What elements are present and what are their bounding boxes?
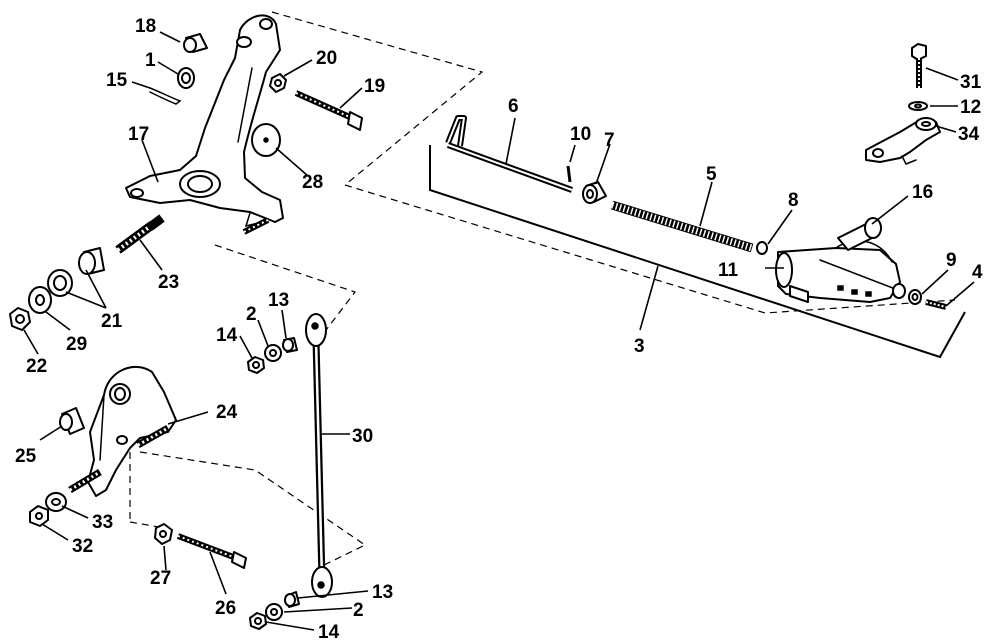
lower-bracket bbox=[87, 366, 177, 497]
stud-23 bbox=[115, 214, 165, 254]
spring-5 bbox=[610, 200, 754, 253]
callout-15: 15 bbox=[106, 70, 128, 91]
bushing-25 bbox=[59, 407, 85, 435]
callout-7: 7 bbox=[604, 130, 615, 151]
callout-11: 11 bbox=[718, 260, 739, 281]
callout-28: 28 bbox=[302, 172, 323, 193]
callout-17: 17 bbox=[128, 124, 149, 145]
nut-32 bbox=[29, 505, 49, 527]
screw-4 bbox=[925, 299, 947, 310]
washer-1 bbox=[177, 67, 195, 89]
callout-31: 31 bbox=[960, 72, 982, 93]
callout-10: 10 bbox=[570, 124, 591, 145]
callout-6: 6 bbox=[508, 96, 519, 117]
washer-9 bbox=[908, 289, 922, 305]
callout-23: 23 bbox=[158, 272, 179, 293]
cotter-pin-15 bbox=[149, 87, 182, 105]
callout-32: 32 bbox=[72, 536, 93, 557]
callout-22: 22 bbox=[26, 356, 47, 377]
throttle-arm bbox=[125, 14, 284, 228]
nut-22 bbox=[9, 307, 31, 331]
stud-24 bbox=[136, 424, 170, 449]
arm-stud-end bbox=[242, 217, 270, 235]
bushing-7 bbox=[582, 181, 607, 204]
callout-4: 4 bbox=[972, 262, 983, 283]
rod-6 bbox=[445, 115, 574, 193]
nut-20 bbox=[269, 73, 287, 93]
washer-33 bbox=[45, 492, 67, 512]
callout-20: 20 bbox=[316, 48, 337, 69]
bolt-31 bbox=[911, 43, 927, 88]
stud-33 bbox=[68, 468, 102, 494]
housing-11 bbox=[775, 240, 906, 303]
callout-27: 27 bbox=[150, 568, 171, 589]
callout-labels: 18 1 15 20 19 17 28 23 21 29 22 14 2 13 … bbox=[15, 16, 983, 642]
callout-14-upper: 14 bbox=[216, 325, 238, 346]
callout-30: 30 bbox=[352, 426, 373, 447]
screw-19 bbox=[294, 90, 363, 131]
callout-5: 5 bbox=[706, 164, 717, 185]
callout-33: 33 bbox=[92, 512, 113, 533]
washer-12 bbox=[908, 101, 928, 111]
washer-28 bbox=[251, 123, 281, 157]
screw-26 bbox=[176, 533, 247, 569]
callout-1: 1 bbox=[145, 50, 156, 71]
link-rod bbox=[305, 313, 333, 598]
nut-27 bbox=[154, 523, 173, 545]
upper-rod-hardware bbox=[247, 337, 298, 374]
callout-2-upper: 2 bbox=[246, 304, 257, 325]
callout-12: 12 bbox=[960, 97, 981, 118]
callout-18: 18 bbox=[135, 16, 156, 37]
callout-13-lower: 13 bbox=[372, 582, 393, 603]
bushing-21 bbox=[47, 247, 105, 297]
callout-8: 8 bbox=[788, 190, 799, 211]
callout-21: 21 bbox=[101, 311, 123, 332]
washer-29 bbox=[28, 286, 52, 314]
throttle-assembly-frame bbox=[429, 145, 966, 359]
callout-3: 3 bbox=[634, 336, 645, 357]
callout-19: 19 bbox=[364, 76, 385, 97]
pin-16 bbox=[837, 217, 882, 251]
callout-14-lower: 14 bbox=[318, 622, 340, 642]
callout-2-lower: 2 bbox=[353, 600, 364, 621]
washer-8 bbox=[756, 241, 768, 255]
callout-13-upper: 13 bbox=[268, 290, 289, 311]
lever-34 bbox=[865, 117, 941, 165]
callout-9: 9 bbox=[946, 250, 957, 271]
callout-26: 26 bbox=[215, 598, 236, 619]
pin-10 bbox=[566, 165, 572, 183]
spacer-sleeve-18 bbox=[183, 33, 208, 53]
callout-16: 16 bbox=[912, 182, 933, 203]
callout-24: 24 bbox=[216, 402, 238, 423]
callout-25: 25 bbox=[15, 446, 37, 467]
callout-29: 29 bbox=[66, 334, 87, 355]
lower-rod-hardware bbox=[249, 591, 300, 630]
callout-34: 34 bbox=[958, 124, 980, 145]
leader-lines bbox=[23, 31, 975, 631]
